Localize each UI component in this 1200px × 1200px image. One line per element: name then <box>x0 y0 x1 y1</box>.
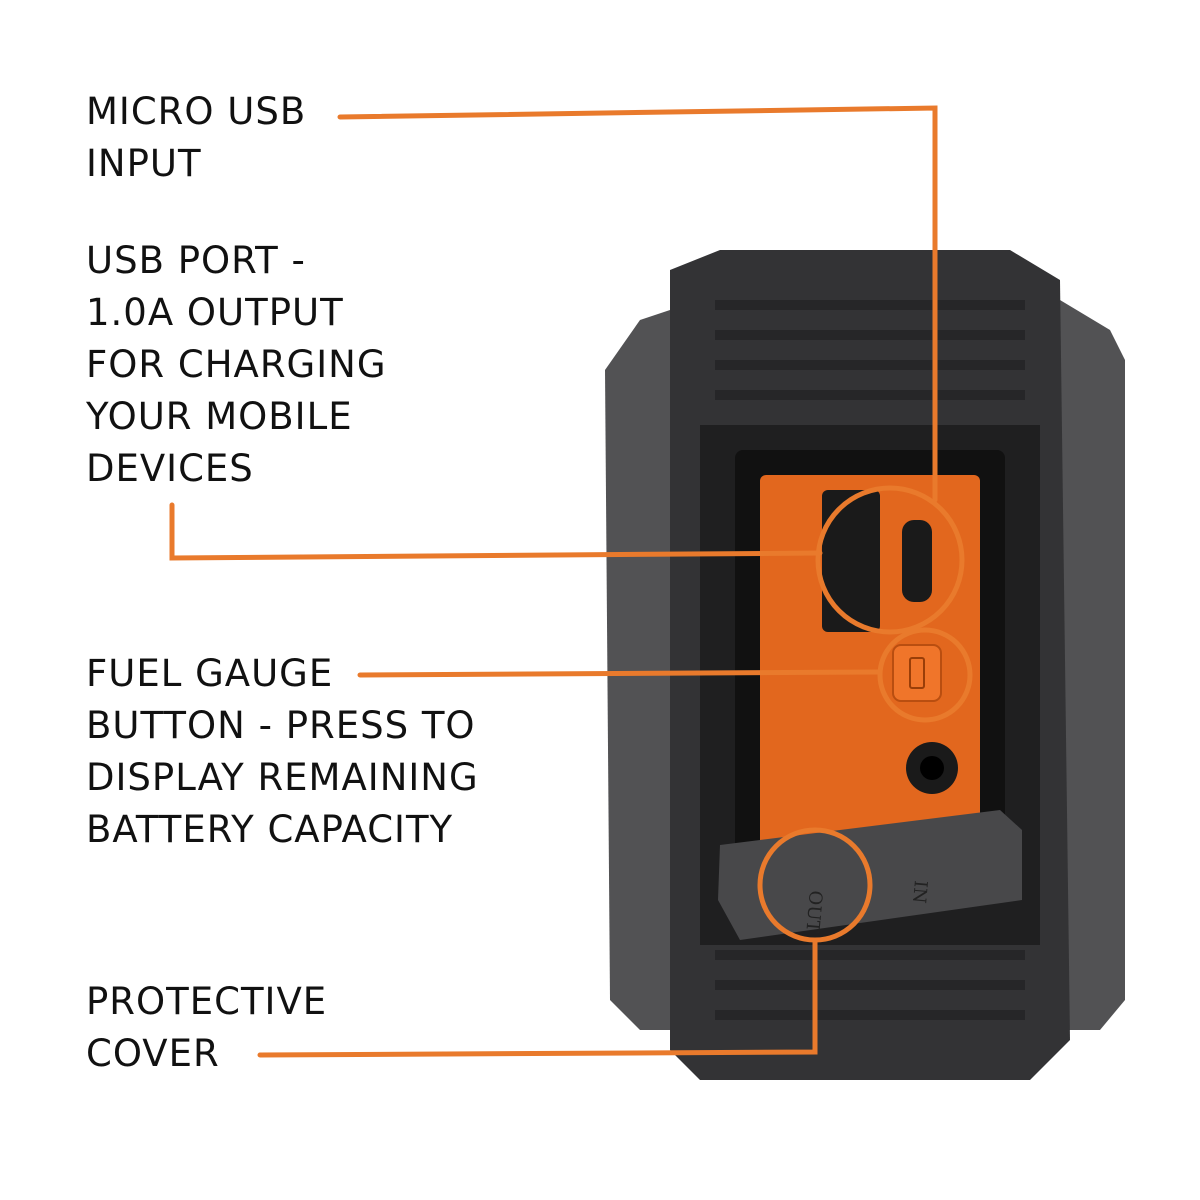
label-micro-usb: MICRO USB INPUT <box>86 86 306 190</box>
usb-port-leader <box>169 502 823 561</box>
label-line: FOR CHARGING <box>86 343 387 386</box>
label-protective-cover: PROTECTIVE COVER <box>86 976 327 1080</box>
micro-usb-leader <box>337 105 938 503</box>
fuel-gauge-leader <box>357 669 883 678</box>
label-line: MICRO USB <box>86 90 307 133</box>
micro-usb-port <box>902 520 932 602</box>
power-bank-device: OUT IN <box>605 250 1125 1080</box>
fuel-gauge-highlight-circle <box>877 627 973 723</box>
label-line: INPUT <box>86 142 202 185</box>
label-line: BATTERY CAPACITY <box>86 808 454 851</box>
cover-highlight-circle <box>757 827 873 943</box>
label-usb-port: USB PORT - 1.0A OUTPUT FOR CHARGING YOUR… <box>86 235 386 495</box>
cover-out-mark: OUT <box>801 890 826 934</box>
label-line: DISPLAY REMAINING <box>86 756 479 799</box>
callout-lines <box>169 105 973 1058</box>
label-line: YOUR MOBILE <box>86 395 353 438</box>
label-fuel-gauge: FUEL GAUGE BUTTON - PRESS TO DISPLAY REM… <box>86 648 479 856</box>
cover-in-mark: IN <box>908 880 931 905</box>
battery-icon <box>909 657 925 689</box>
cover-leader <box>257 937 818 1058</box>
label-line: 1.0A OUTPUT <box>86 291 344 334</box>
usb-highlight-circle <box>815 485 965 635</box>
label-line: DEVICES <box>86 447 254 490</box>
label-line: BUTTON - PRESS TO <box>86 704 476 747</box>
label-line: COVER <box>86 1032 220 1075</box>
usb-port <box>822 490 880 632</box>
label-line: PROTECTIVE <box>86 980 328 1023</box>
label-line: USB PORT - <box>86 239 306 282</box>
label-line: FUEL GAUGE <box>86 652 334 695</box>
fuel-gauge-button <box>892 644 942 702</box>
